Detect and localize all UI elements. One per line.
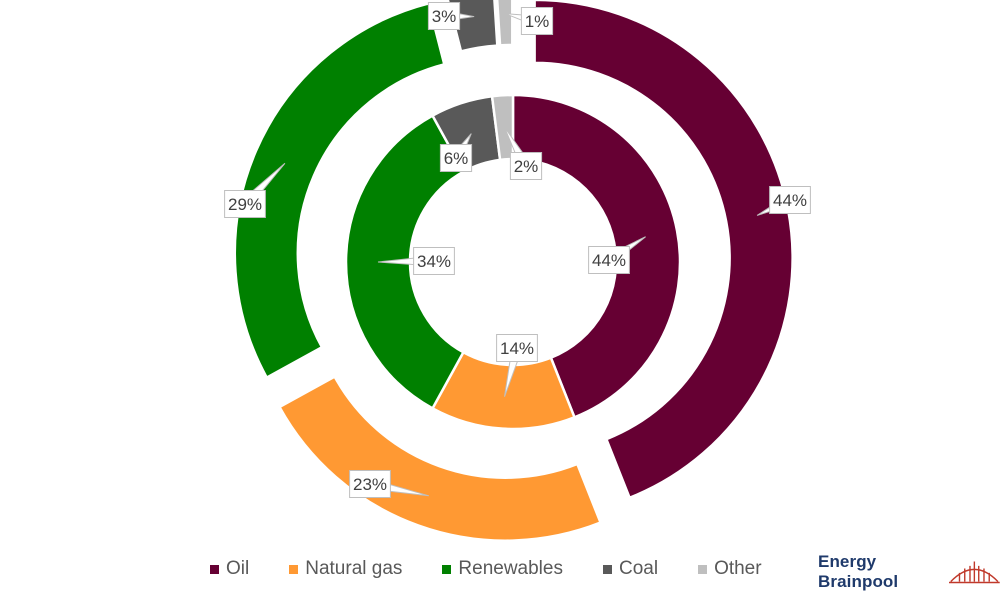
outer-ring-label-natural-gas: 23%: [349, 470, 429, 498]
label-box: [520, 7, 554, 35]
label-box: [509, 152, 543, 180]
label-value: 2%: [514, 157, 539, 176]
inner-ring-label-oil: 44%: [588, 236, 646, 274]
legend-label: Natural gas: [305, 558, 403, 579]
legend-item-oil[interactable]: Oil: [210, 558, 249, 580]
outer-ring-label-coal: 3%: [427, 2, 475, 30]
label-value: 23%: [353, 475, 387, 494]
label-value: 34%: [417, 252, 451, 271]
inner-ring-label-other: 2%: [504, 126, 543, 180]
legend-item-renewables[interactable]: Renewables: [442, 558, 563, 580]
label-box: [439, 144, 473, 172]
label-value: 14%: [500, 339, 534, 358]
legend-swatch: [602, 564, 612, 574]
outer-ring-slice-oil[interactable]: [533, 0, 794, 500]
label-value: 6%: [444, 149, 469, 168]
legend-item-other[interactable]: Other: [698, 558, 762, 580]
bridge-logo-icon: [949, 561, 1000, 584]
legend-swatch: [289, 564, 299, 574]
label-box: [413, 247, 455, 275]
label-box: [349, 470, 391, 498]
legend-label: Coal: [618, 558, 659, 579]
inner-ring-label-natural-gas: 14%: [496, 334, 538, 397]
label-value: 29%: [228, 195, 262, 214]
label-value: 44%: [773, 191, 807, 210]
outer-ring-label-other: 1%: [505, 7, 554, 35]
outer-ring-label-oil: 44%: [756, 186, 811, 216]
label-box: [588, 246, 630, 274]
outer-ring-slice-renewables[interactable]: [233, 1, 446, 380]
label-value: 3%: [432, 7, 457, 26]
inner-ring-label-coal: 6%: [439, 133, 473, 172]
legend-swatch: [442, 564, 452, 574]
brand-name: Energy Brainpool: [818, 552, 899, 591]
chart-data-labels: 44% 23% 29% 3% 1% 44% 14% 34% 6% 2%: [224, 2, 811, 498]
legend-item-natural-gas[interactable]: Natural gas: [289, 558, 402, 580]
legend-label: Other: [714, 558, 762, 579]
inner-ring-label-renewables: 34%: [377, 247, 455, 275]
brand-logo: Energy Brainpool: [818, 552, 1000, 592]
legend-label: Oil: [226, 558, 250, 579]
chart-rings: [233, 0, 794, 542]
outer-ring-label-renewables: 29%: [224, 162, 286, 218]
label-value: 44%: [592, 251, 626, 270]
chart-legend: Oil Natural gas Renewables Coal Other: [210, 556, 802, 582]
legend-label: Renewables: [458, 558, 563, 579]
outer-ring-slice-coal[interactable]: [445, 0, 499, 53]
label-value: 1%: [525, 12, 550, 31]
label-box: [224, 190, 266, 218]
legend-swatch: [698, 564, 708, 574]
inner-ring-slice-oil[interactable]: [511, 93, 682, 419]
label-box: [496, 334, 538, 362]
outer-ring-slice-natural-gas[interactable]: [277, 374, 603, 542]
legend-item-coal[interactable]: Coal: [602, 558, 659, 580]
outer-ring-slice-other[interactable]: [495, 0, 514, 47]
legend-swatch: [210, 564, 219, 574]
label-box: [427, 2, 461, 30]
label-box: [769, 186, 811, 214]
